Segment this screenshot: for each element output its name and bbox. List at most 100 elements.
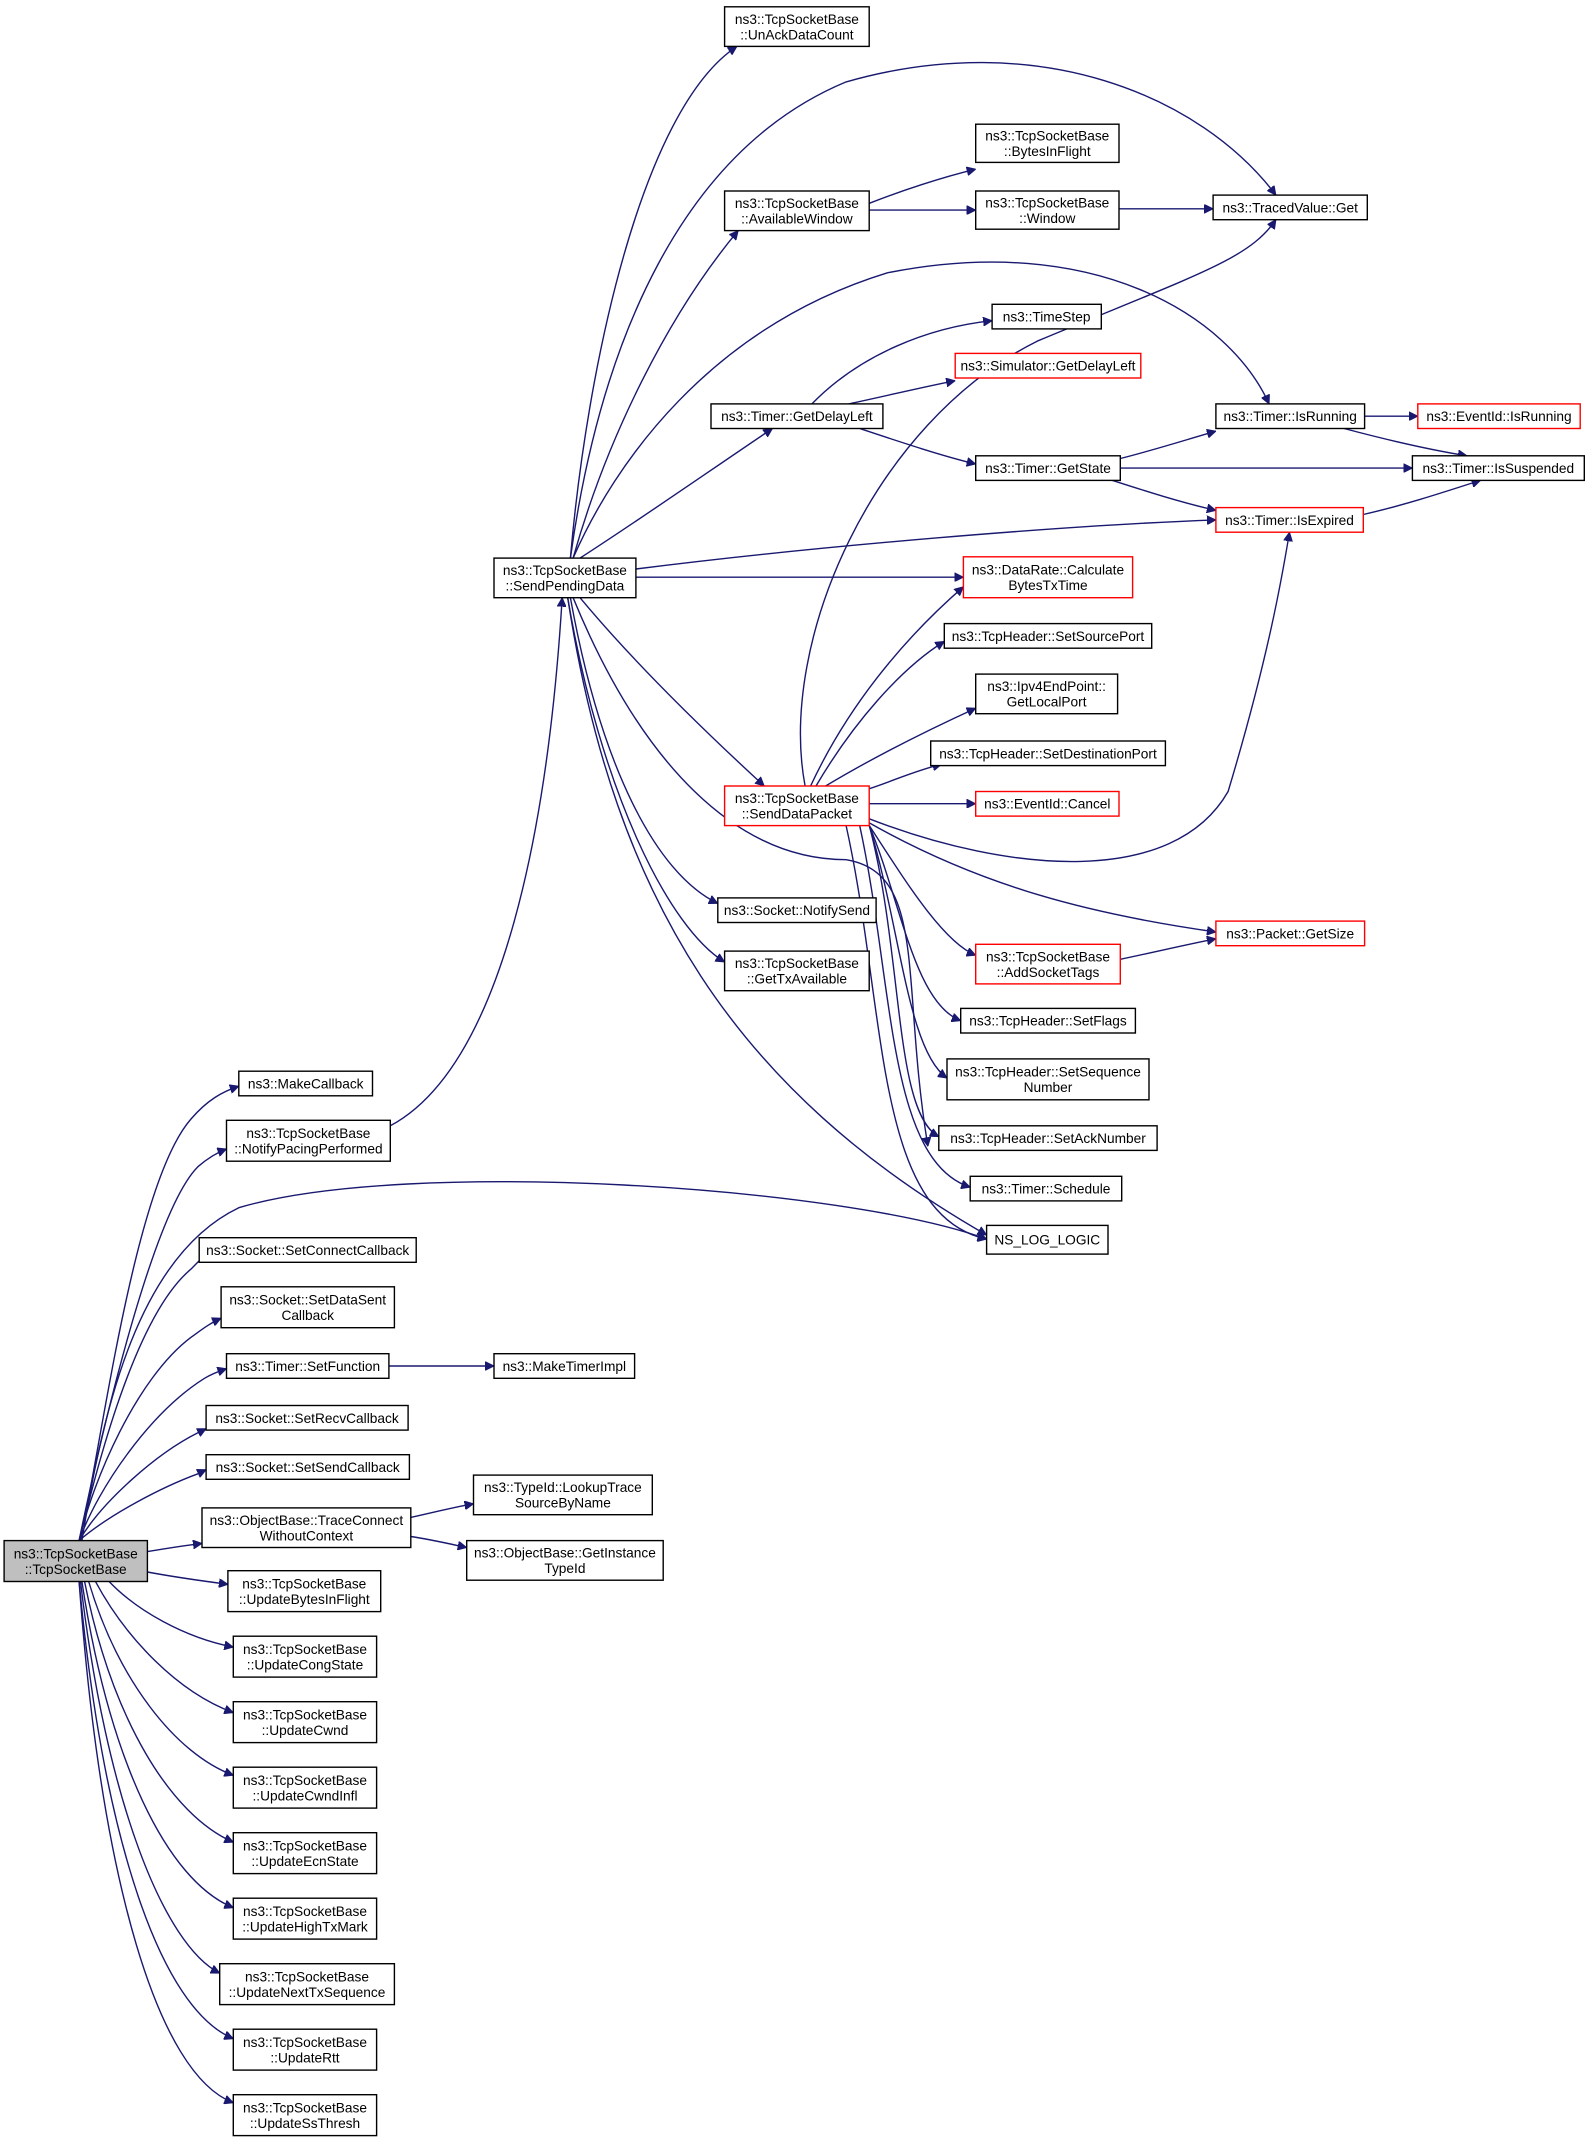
edge-arrow <box>635 520 1216 570</box>
node-SendPendingData[interactable]: ns3::TcpSocketBase::SendPendingData <box>493 557 637 599</box>
node-SetSendCallback[interactable]: ns3::Socket::SetSendCallback <box>205 1453 411 1480</box>
edge-arrow <box>1363 480 1480 516</box>
node-TimeStep[interactable]: ns3::TimeStep <box>991 303 1102 330</box>
node-label: ns3::TcpHeader::SetSourcePort <box>952 629 1145 644</box>
node-TimerIsExpired[interactable]: ns3::Timer::IsExpired <box>1215 506 1365 533</box>
node-UpdateNextTxSequence[interactable]: ns3::TcpSocketBase::UpdateNextTxSequence <box>218 1962 396 2006</box>
edge-SendPendingData-to-TracedValueGet <box>569 61 1276 559</box>
edge-arrow <box>572 231 738 559</box>
node-PacketGetSize[interactable]: ns3::Packet::GetSize <box>1215 920 1366 947</box>
node-box <box>717 897 877 924</box>
node-NotifyPacingPerformed[interactable]: ns3::TcpSocketBase::NotifyPacingPerforme… <box>225 1119 392 1162</box>
edge-arrow <box>78 1428 206 1541</box>
node-box <box>466 1539 664 1581</box>
node-box <box>930 740 1167 767</box>
node-label: ::UpdateBytesInFlight <box>239 1592 370 1607</box>
node-GetLocalPort[interactable]: ns3::Ipv4EndPoint::GetLocalPort <box>975 673 1119 715</box>
edge-TimerIsExpired-to-TimerIsSuspended <box>1363 480 1480 516</box>
node-Window[interactable]: ns3::TcpSocketBase::Window <box>975 190 1120 230</box>
node-label: ns3::Socket::SetConnectCallback <box>206 1243 409 1258</box>
node-box <box>227 1569 382 1613</box>
node-SetRecvCallback[interactable]: ns3::Socket::SetRecvCallback <box>205 1404 409 1431</box>
node-UpdateCwndInfl[interactable]: ns3::TcpSocketBase::UpdateCwndInfl <box>232 1766 378 1809</box>
edge-SendDataPacket-to-SetDestinationPort <box>869 764 941 790</box>
edge-SendPendingData-to-UnAckDataCount <box>569 45 737 559</box>
node-UpdateCongState[interactable]: ns3::TcpSocketBase::UpdateCongState <box>232 1635 378 1678</box>
node-label: ns3::TcpSocketBase <box>503 563 627 578</box>
node-GetState[interactable]: ns3::Timer::GetState <box>975 455 1122 482</box>
node-TraceConnect[interactable]: ns3::ObjectBase::TraceConnectWithoutCont… <box>201 1507 412 1549</box>
node-GetTxAvailable[interactable]: ns3::TcpSocketBase::GetTxAvailable <box>723 950 870 992</box>
edge-SendPendingData-to-NS_LOG_LOGIC <box>567 597 987 1236</box>
node-label: ::UpdateEcnState <box>251 1854 358 1869</box>
node-UpdateEcnState[interactable]: ns3::TcpSocketBase::UpdateEcnState <box>232 1831 378 1875</box>
node-UpdateCwnd[interactable]: ns3::TcpSocketBase::UpdateCwnd <box>232 1700 378 1744</box>
edge-arrow <box>859 825 971 1188</box>
edge-arrow <box>410 1535 467 1548</box>
edge-arrow <box>868 822 1216 932</box>
edge-SendDataPacket-to-CalcBytesTxTime <box>809 587 964 787</box>
node-Cancel[interactable]: ns3::EventId::Cancel <box>975 790 1120 817</box>
node-UpdateBytesInFlight[interactable]: ns3::TcpSocketBase::UpdateBytesInFlight <box>227 1569 382 1613</box>
node-TimerIsRunning[interactable]: ns3::Timer::IsRunning <box>1215 403 1366 430</box>
edge-GetDelayLeft-to-SimGetDelayLeft <box>848 381 955 405</box>
node-SimGetDelayLeft[interactable]: ns3::Simulator::GetDelayLeft <box>954 352 1142 379</box>
node-label: ns3::Timer::IsRunning <box>1224 409 1357 424</box>
node-SetConnectCallback[interactable]: ns3::Socket::SetConnectCallback <box>198 1236 417 1263</box>
edge-root-to-SetFunction <box>78 1369 226 1541</box>
node-AddSocketTags[interactable]: ns3::TcpSocketBase::AddSocketTags <box>975 943 1122 985</box>
node-TracedValueGet[interactable]: ns3::TracedValue::Get <box>1212 194 1368 221</box>
node-label: ::BytesInFlight <box>1004 144 1091 159</box>
node-root[interactable]: ns3::TcpSocketBase::TcpSocketBase <box>3 1539 149 1583</box>
node-SetFunction[interactable]: ns3::Timer::SetFunction <box>225 1352 390 1379</box>
edge-arrow <box>81 1581 233 1908</box>
node-Schedule[interactable]: ns3::Timer::Schedule <box>969 1175 1123 1202</box>
node-label: ns3::Socket::SetSendCallback <box>216 1460 400 1475</box>
node-UpdateRtt[interactable]: ns3::TcpSocketBase::UpdateRtt <box>232 2028 378 2071</box>
node-MakeTimerImpl[interactable]: ns3::MakeTimerImpl <box>493 1352 636 1379</box>
node-SetFlags[interactable]: ns3::TcpHeader::SetFlags <box>960 1007 1137 1034</box>
node-UpdateSsThresh[interactable]: ns3::TcpSocketBase::UpdateSsThresh <box>232 2093 378 2137</box>
edge-arrow <box>569 61 1276 559</box>
node-SetSourcePort[interactable]: ns3::TcpHeader::SetSourcePort <box>943 622 1153 649</box>
node-box <box>3 1539 149 1583</box>
node-box <box>493 557 637 599</box>
node-TimerIsSuspended[interactable]: ns3::Timer::IsSuspended <box>1411 455 1586 482</box>
node-label: SourceByName <box>515 1496 611 1511</box>
edge-SendDataPacket-to-SetAckNumber <box>868 825 939 1138</box>
node-MakeCallback[interactable]: ns3::MakeCallback <box>238 1070 374 1097</box>
node-SetDestinationPort[interactable]: ns3::TcpHeader::SetDestinationPort <box>930 740 1167 767</box>
node-EventIdIsRunning[interactable]: ns3::EventId::IsRunning <box>1417 403 1581 430</box>
edge-arrow <box>868 825 947 1079</box>
node-box <box>205 1404 409 1431</box>
node-SetAckNumber[interactable]: ns3::TcpHeader::SetAckNumber <box>938 1125 1158 1152</box>
edge-arrow <box>88 1581 234 1776</box>
node-label: ns3::TcpSocketBase <box>243 1707 367 1722</box>
node-label: ns3::Ipv4EndPoint:: <box>987 679 1106 694</box>
edge-arrow <box>78 1149 226 1541</box>
node-label: ::UpdateRtt <box>270 2050 339 2065</box>
node-NotifySend[interactable]: ns3::Socket::NotifySend <box>717 897 877 924</box>
node-box <box>1215 920 1366 947</box>
node-UpdateHighTxMark[interactable]: ns3::TcpSocketBase::UpdateHighTxMark <box>232 1897 378 1940</box>
edge-GetState-to-TimerIsExpired <box>1111 479 1216 510</box>
node-label: ::TcpSocketBase <box>25 1562 127 1577</box>
edge-root-to-UpdateNextTxSequence <box>79 1581 220 1974</box>
node-NS_LOG_LOGIC[interactable]: NS_LOG_LOGIC <box>985 1224 1109 1255</box>
edge-root-to-UpdateRtt <box>78 1581 233 2039</box>
node-UnAckDataCount[interactable]: ns3::TcpSocketBase::UnAckDataCount <box>723 6 870 48</box>
node-label: ::UpdateCwnd <box>262 1723 349 1738</box>
node-SendDataPacket[interactable]: ns3::TcpSocketBase::SendDataPacket <box>723 785 870 827</box>
node-label: ns3::Socket::NotifySend <box>724 903 870 918</box>
node-AvailableWindow[interactable]: ns3::TcpSocketBase::AvailableWindow <box>723 190 870 232</box>
node-BytesInFlight[interactable]: ns3::TcpSocketBase::BytesInFlight <box>975 123 1120 164</box>
edge-arrow <box>78 1369 226 1541</box>
node-GetDelayLeft[interactable]: ns3::Timer::GetDelayLeft <box>710 403 884 430</box>
node-label: ns3::MakeCallback <box>248 1077 364 1092</box>
